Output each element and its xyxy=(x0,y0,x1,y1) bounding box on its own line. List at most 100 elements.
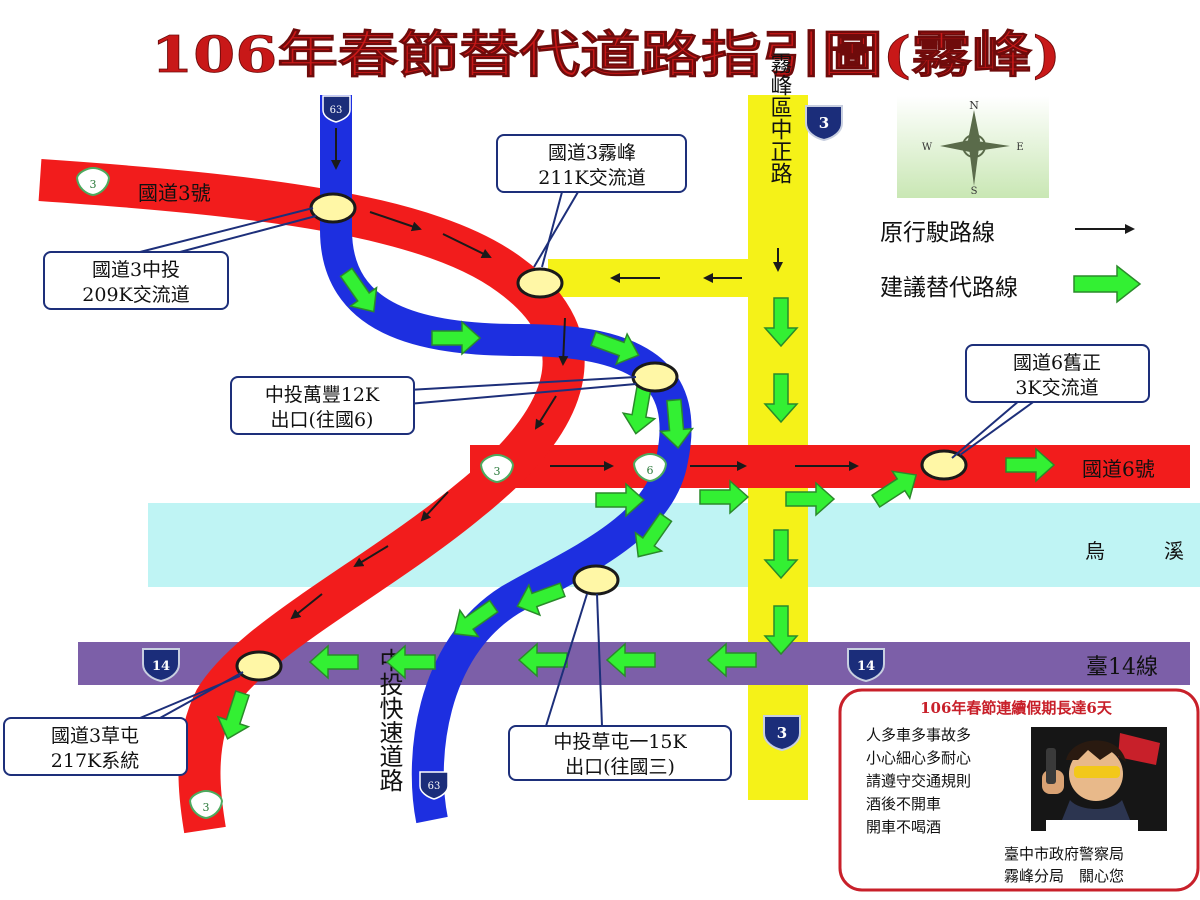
svg-text:出口(往國三): 出口(往國三) xyxy=(565,756,675,778)
svg-text:國道3中投: 國道3中投 xyxy=(92,259,180,281)
page-title: 106年春節替代道路指引圖(霧峰) xyxy=(151,25,1061,84)
black-arrow-icon xyxy=(369,211,422,232)
green-arrow-icon xyxy=(216,690,251,740)
callout-wanfeng-12k: 中投萬豐12K 出口(往國6) xyxy=(230,376,415,435)
river-wu xyxy=(148,503,1200,587)
road-label-freeway-6: 國道6號 xyxy=(1082,457,1155,481)
green-arrow-icon xyxy=(763,297,799,348)
green-arrow-icon xyxy=(431,320,482,356)
svg-text:14: 14 xyxy=(857,659,875,674)
green-arrow-icon xyxy=(658,398,695,450)
svg-text:3: 3 xyxy=(203,801,210,814)
alternate-route-arrows xyxy=(216,267,1056,740)
svg-text:14: 14 xyxy=(152,659,170,674)
shield-expressway-63-bottom: 63 xyxy=(419,771,449,800)
shield-freeway-6: 6 xyxy=(632,452,668,483)
svg-text:N: N xyxy=(969,99,979,112)
river-label: 烏 xyxy=(1085,539,1105,563)
green-arrow-icon xyxy=(517,642,568,678)
black-arrow-icon xyxy=(534,395,557,430)
svg-text:出口(往國6): 出口(往國6) xyxy=(271,409,374,431)
callout-zhongtou-209k: 國道3中投 209K交流道 xyxy=(43,251,229,310)
green-arrow-icon xyxy=(595,482,646,518)
green-arrow-icon xyxy=(706,642,757,678)
black-arrow-icon xyxy=(353,545,389,568)
notice-agency: 臺中市政府警察局 xyxy=(1004,845,1124,863)
black-arrow-icon xyxy=(420,491,449,522)
shield-freeway-3-blue-top: 3 xyxy=(805,105,843,142)
road-expressway-63 xyxy=(320,95,692,824)
svg-text:211K交流道: 211K交流道 xyxy=(538,167,645,189)
green-arrow-icon xyxy=(763,529,799,580)
notice-line: 人多車多事故多 xyxy=(866,726,971,744)
notice-box: 106年春節連續假期長達6天 人多車多事故多 小心細心多耐心 請遵守交通規則 酒… xyxy=(838,688,1200,892)
shield-expressway-63-top: 63 xyxy=(322,95,351,123)
shield-freeway-3-blue-bottom: 3 xyxy=(763,715,801,752)
interchange-marker xyxy=(516,267,564,299)
legend-original-route-label: 原行駛路線 xyxy=(880,220,995,246)
green-arrow-icon xyxy=(621,384,657,435)
road-label-freeway-3: 國道3號 xyxy=(138,181,211,205)
green-arrow-icon xyxy=(385,644,436,680)
police-mascot-icon xyxy=(1031,727,1167,832)
black-arrow-icon xyxy=(558,317,569,366)
green-arrow-icon xyxy=(785,481,836,517)
svg-text:3: 3 xyxy=(819,114,829,132)
notice-branch: 霧峰分局 關心您 xyxy=(1004,867,1124,885)
green-arrow-icon xyxy=(308,644,359,680)
callout-wufeng-211k: 國道3霧峰 211K交流道 xyxy=(496,134,687,193)
svg-text:國道3草屯: 國道3草屯 xyxy=(51,725,139,747)
svg-text:3K交流道: 3K交流道 xyxy=(1015,377,1098,399)
svg-text:E: E xyxy=(1016,142,1023,153)
svg-text:3: 3 xyxy=(777,724,787,742)
svg-text:W: W xyxy=(922,142,933,153)
shield-freeway-3-bottom: 3 xyxy=(188,789,224,820)
shield-province-14-left: 14 xyxy=(142,648,180,683)
interchange-markers xyxy=(235,192,968,682)
svg-text:3: 3 xyxy=(90,178,97,191)
green-arrow-icon xyxy=(453,599,499,638)
svg-text:63: 63 xyxy=(330,105,343,116)
callout-caotun-15k: 中投草屯一15K 出口(往國三) xyxy=(508,725,732,781)
shield-province-14-right: 14 xyxy=(847,648,885,683)
interchange-marker xyxy=(920,449,968,481)
green-arrow-icon xyxy=(634,512,673,558)
green-arrow-icon xyxy=(763,605,799,656)
notice-heading: 106年春節連續假期長達6天 xyxy=(920,699,1113,717)
interchange-marker xyxy=(309,192,357,224)
green-arrow-icon xyxy=(590,331,640,366)
green-arrow-icon xyxy=(605,642,656,678)
svg-text:國道6舊正: 國道6舊正 xyxy=(1013,352,1101,374)
river-label: 溪 xyxy=(1164,539,1184,563)
road-label-zhongzheng: 霧峰區中正路 xyxy=(767,52,793,184)
svg-text:中投草屯一15K: 中投草屯一15K xyxy=(553,731,687,753)
interchange-marker xyxy=(235,650,283,682)
svg-text:中投萬豐12K: 中投萬豐12K xyxy=(265,384,380,406)
svg-text:S: S xyxy=(971,186,978,197)
shield-freeway-3-mid: 3 xyxy=(479,453,515,484)
green-arrow-icon xyxy=(1005,447,1056,483)
svg-text:63: 63 xyxy=(428,781,441,792)
svg-text:209K交流道: 209K交流道 xyxy=(82,284,189,306)
road-label-province-14: 臺14線 xyxy=(1086,655,1158,680)
green-arrow-icon xyxy=(763,373,799,424)
green-arrow-icon xyxy=(699,479,750,515)
notice-line: 酒後不開車 xyxy=(866,795,941,813)
svg-text:217K系統: 217K系統 xyxy=(51,750,139,772)
interchange-marker xyxy=(631,361,679,393)
green-arrow-icon xyxy=(339,267,378,313)
svg-text:國道3霧峰: 國道3霧峰 xyxy=(548,142,636,164)
legend-alternate-route-label: 建議替代路線 xyxy=(880,275,1018,301)
shield-freeway-3-top: 3 xyxy=(75,166,111,197)
callout-leaders xyxy=(139,191,1037,727)
black-arrow-icon xyxy=(290,593,323,620)
green-arrow-icon xyxy=(516,582,566,617)
svg-text:3: 3 xyxy=(494,465,501,478)
notice-line: 請遵守交通規則 xyxy=(866,772,971,790)
notice-line: 小心細心多耐心 xyxy=(866,749,971,767)
svg-text:6: 6 xyxy=(647,464,654,477)
callout-jiuzheng-3k: 國道6舊正 3K交流道 xyxy=(965,344,1150,403)
black-arrow-icon xyxy=(442,233,492,258)
compass-icon: N S E W xyxy=(897,96,1049,198)
